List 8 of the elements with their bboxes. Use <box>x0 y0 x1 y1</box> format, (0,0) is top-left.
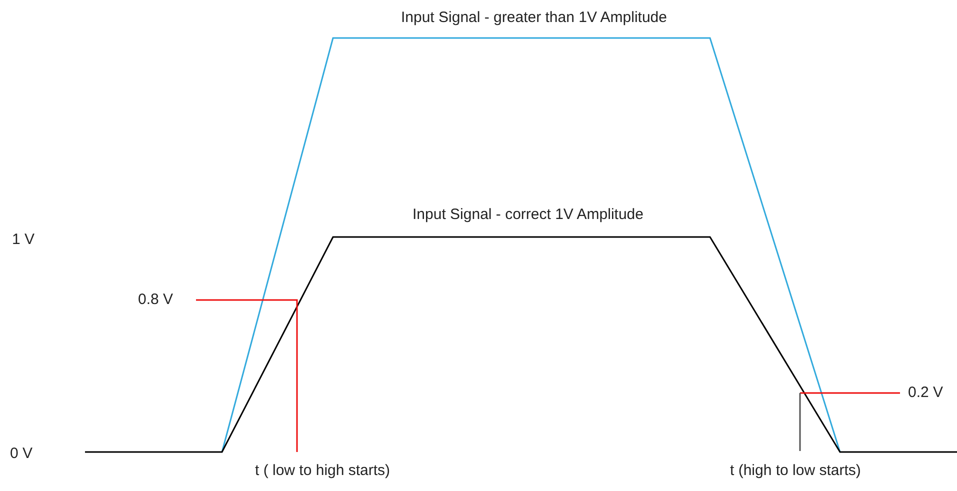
signal-caption: Input Signal - greater than 1V Amplitude <box>401 9 667 27</box>
voltage-label: 0.8 V <box>138 291 174 309</box>
voltage-label: 0 V <box>10 445 33 463</box>
signal-caption: Input Signal - correct 1V Amplitude <box>412 206 644 224</box>
time-label: t (high to low starts) <box>730 462 861 480</box>
time-label: t ( low to high starts) <box>255 462 390 480</box>
voltage-label: 0.2 V <box>908 384 944 402</box>
voltage-label: 1 V <box>12 231 35 249</box>
